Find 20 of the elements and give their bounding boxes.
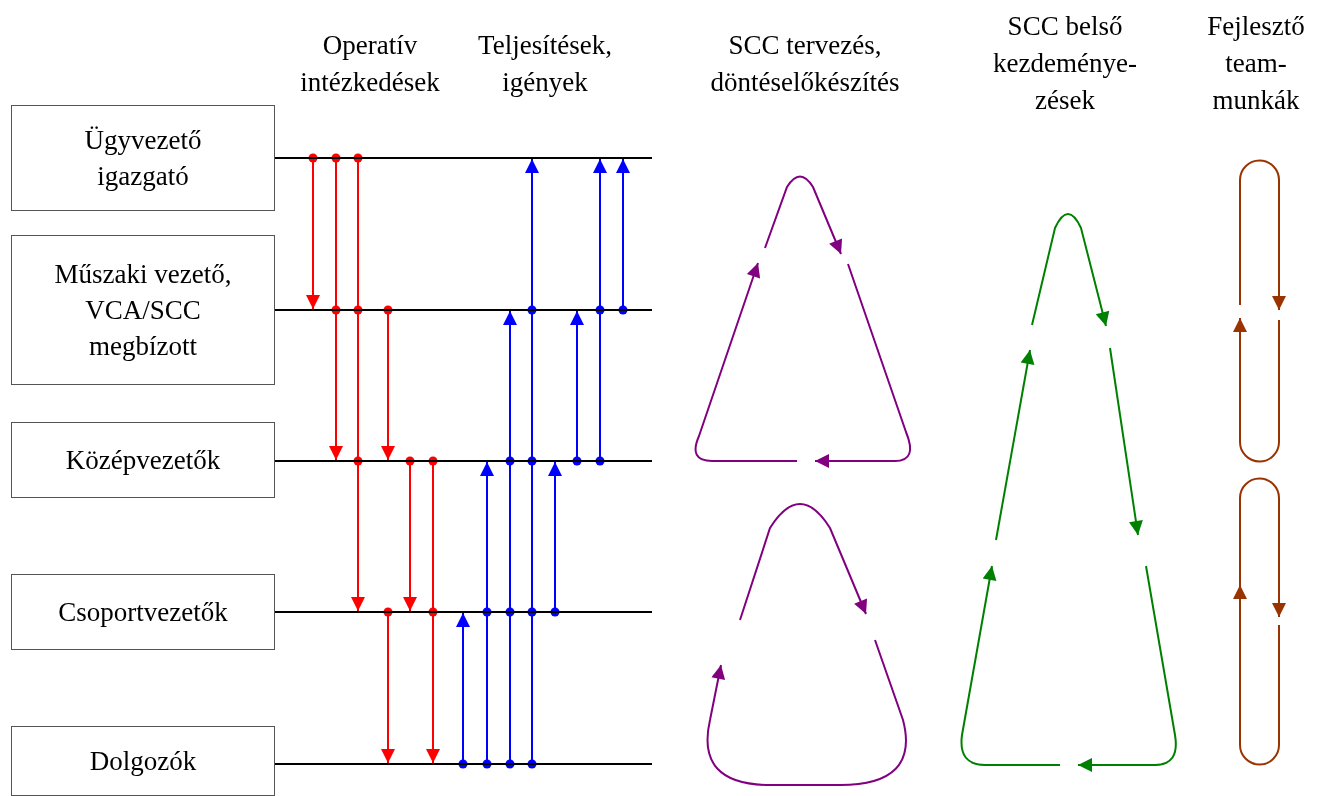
level-line [275,157,652,159]
level-box [11,235,275,385]
level-box [11,105,275,211]
level-line [275,611,652,613]
level-name: Műszaki vezető, VCA/SCC megbízott [53,258,233,363]
level-name: Ügyvezető igazgató [83,124,203,193]
level-box [11,574,275,650]
level-box [11,726,275,796]
level-line [275,309,652,311]
level-name: Dolgozók [89,745,197,778]
level-line [275,460,652,462]
level-name: Középvezetők [65,444,221,477]
column-heading: Teljesítések, igények [477,29,613,99]
column-heading: Operatív intézkedések [299,29,441,99]
level-box [11,422,275,498]
level-line [275,763,652,765]
column-heading: SCC tervezés, döntéselőkészítés [709,29,901,99]
column-heading: SCC belső kezdeménye- zések [992,10,1138,117]
level-name: Csoportvezetők [58,596,228,629]
column-heading: Fejlesztő team- munkák [1206,10,1306,117]
